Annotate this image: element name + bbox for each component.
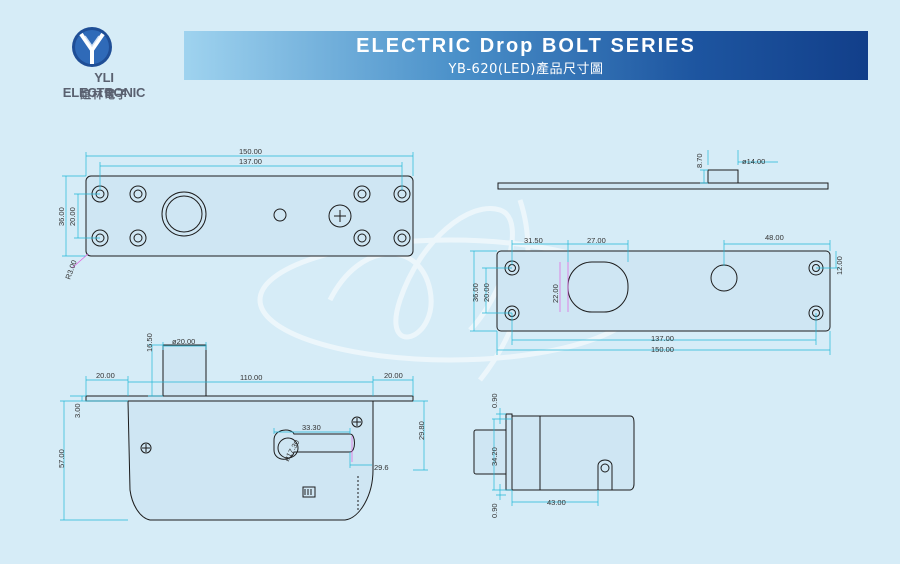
brand-name-en: YLI ELECTRONIC [62,70,146,100]
dim-body-w-right: 20.00 [384,371,403,380]
dim-front-len-total: 150.00 [651,345,674,354]
dim-top-len-holes: 137.00 [239,157,262,166]
dim-body-dia: ø20.00 [172,337,195,346]
dim-front-d2: 27.00 [587,236,606,245]
logo-emblem-icon [72,27,112,67]
dim-top-h-holes: 20.00 [68,207,77,226]
screw-hole [129,229,147,247]
dim-front-d1: 31.50 [524,236,543,245]
dim-front-r-right: 12.00 [835,256,844,275]
lock-body-end-view [473,408,635,506]
dim-end-w: 43.00 [547,498,566,507]
lock-body-side-view [60,342,428,521]
dim-end-h: 34.20 [490,447,499,466]
banner-subtitle: YB-620(LED)產品尺寸圖 [448,62,604,77]
dim-top-radius: R3.00 [63,259,78,281]
dim-end-t-bot: 0.90 [490,503,499,518]
screw-hole [353,229,371,247]
dim-front-d3: 48.00 [765,233,784,242]
screw-hole [129,185,147,203]
dim-front-h-oval: 22.00 [551,284,560,303]
dim-end-t-top: 0.90 [490,393,499,408]
dim-body-slot-w: 33.30 [302,423,321,432]
screw-hole [353,185,371,203]
dim-body-h1: 16.50 [145,333,154,352]
dim-side-dia: ø14.00 [742,157,765,166]
dim-body-h: 57.00 [57,449,66,468]
dim-top-h-total: 36.00 [57,207,66,226]
dim-front-h-holes: 20.00 [482,283,491,302]
side-top-view [497,150,829,190]
brand-name-zh: 誼林電子 [80,88,128,101]
dim-body-small: 29.6 [374,463,389,472]
banner-title: ELECTRIC Drop BOLT SERIES [356,35,696,57]
front-view-plate [470,240,840,355]
top-view-plate [62,152,414,269]
dim-body-w-left: 20.00 [96,371,115,380]
dim-front-len-holes: 137.00 [651,334,674,343]
dim-side-height: 8.70 [695,153,704,168]
dim-body-h-right: 29.80 [417,421,426,440]
dim-front-h-total: 36.00 [471,283,480,302]
dim-body-w-mid: 110.00 [240,373,262,382]
dim-top-len-total: 150.00 [239,147,262,156]
dim-body-t: 3.00 [73,403,82,418]
title-banner: ELECTRIC Drop BOLT SERIES YB-620(LED)產品尺… [184,31,868,80]
mount-hole [393,229,411,247]
